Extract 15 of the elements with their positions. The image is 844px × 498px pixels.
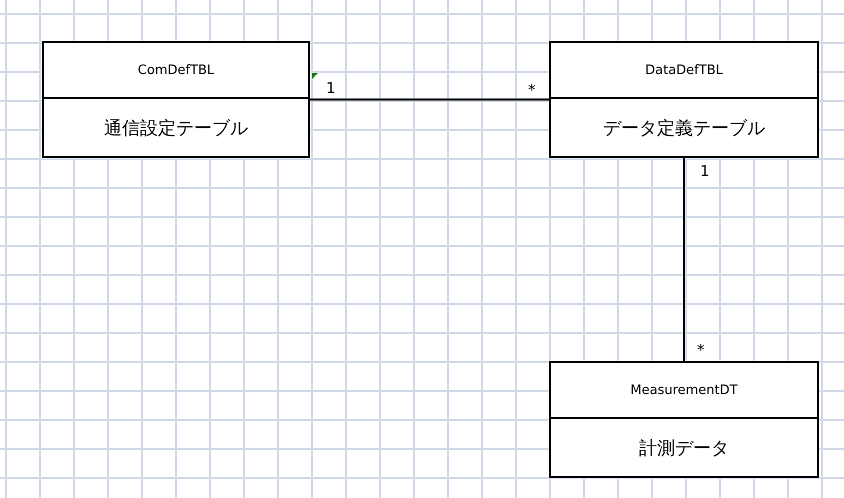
class-box (549, 361, 819, 478)
class-box (42, 41, 310, 158)
class-name-compartment: DataDefTBL (551, 43, 817, 99)
class-description-compartment: 通信設定テーブル (103, 116, 249, 140)
multiplicity-label: 1 (700, 163, 710, 179)
class-description-compartment: データ定義テーブル (602, 116, 766, 140)
class-name-compartment: MeasurementDT (551, 363, 817, 419)
multiplicity-label: * (697, 342, 704, 358)
class-description-compartment: 計測データ (638, 436, 730, 460)
multiplicity-label: * (528, 82, 536, 98)
association-line (310, 98, 549, 100)
class-box (549, 41, 819, 158)
multiplicity-label: 1 (326, 80, 336, 96)
class-name-compartment: ComDefTBL (44, 43, 308, 99)
association-line (683, 158, 685, 361)
